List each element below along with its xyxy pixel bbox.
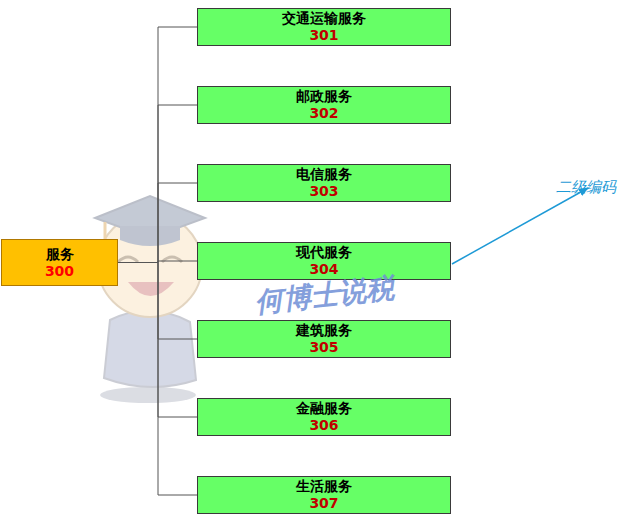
category-code: 302 <box>309 105 338 122</box>
category-name: 交通运输服务 <box>282 10 366 27</box>
tree-connector <box>118 183 197 263</box>
category-box: 交通运输服务301 <box>197 8 451 46</box>
cartoon-boy <box>95 196 205 403</box>
category-name: 电信服务 <box>296 166 352 183</box>
tree-connector <box>118 105 197 263</box>
category-name: 金融服务 <box>296 400 352 417</box>
root-box: 服务300 <box>1 239 118 286</box>
category-code: 306 <box>309 417 338 434</box>
category-box: 邮政服务302 <box>197 86 451 124</box>
category-box: 生活服务307 <box>197 476 451 514</box>
category-name: 邮政服务 <box>296 88 352 105</box>
annotation-label: 二级编码 <box>556 178 616 197</box>
category-name: 现代服务 <box>296 244 352 261</box>
category-name: 生活服务 <box>296 478 352 495</box>
category-code: 303 <box>309 183 338 200</box>
tree-connector <box>118 27 197 263</box>
leader-arrow <box>452 188 588 264</box>
category-box: 建筑服务305 <box>197 320 451 358</box>
category-code: 307 <box>309 495 338 512</box>
category-code: 300 <box>45 263 74 280</box>
category-code: 301 <box>309 27 338 44</box>
category-box: 金融服务306 <box>197 398 451 436</box>
category-name: 服务 <box>46 246 74 263</box>
category-code: 305 <box>309 339 338 356</box>
category-box: 电信服务303 <box>197 164 451 202</box>
category-box: 现代服务304 <box>197 242 451 280</box>
tree-connector <box>118 263 197 496</box>
category-name: 建筑服务 <box>296 322 352 339</box>
